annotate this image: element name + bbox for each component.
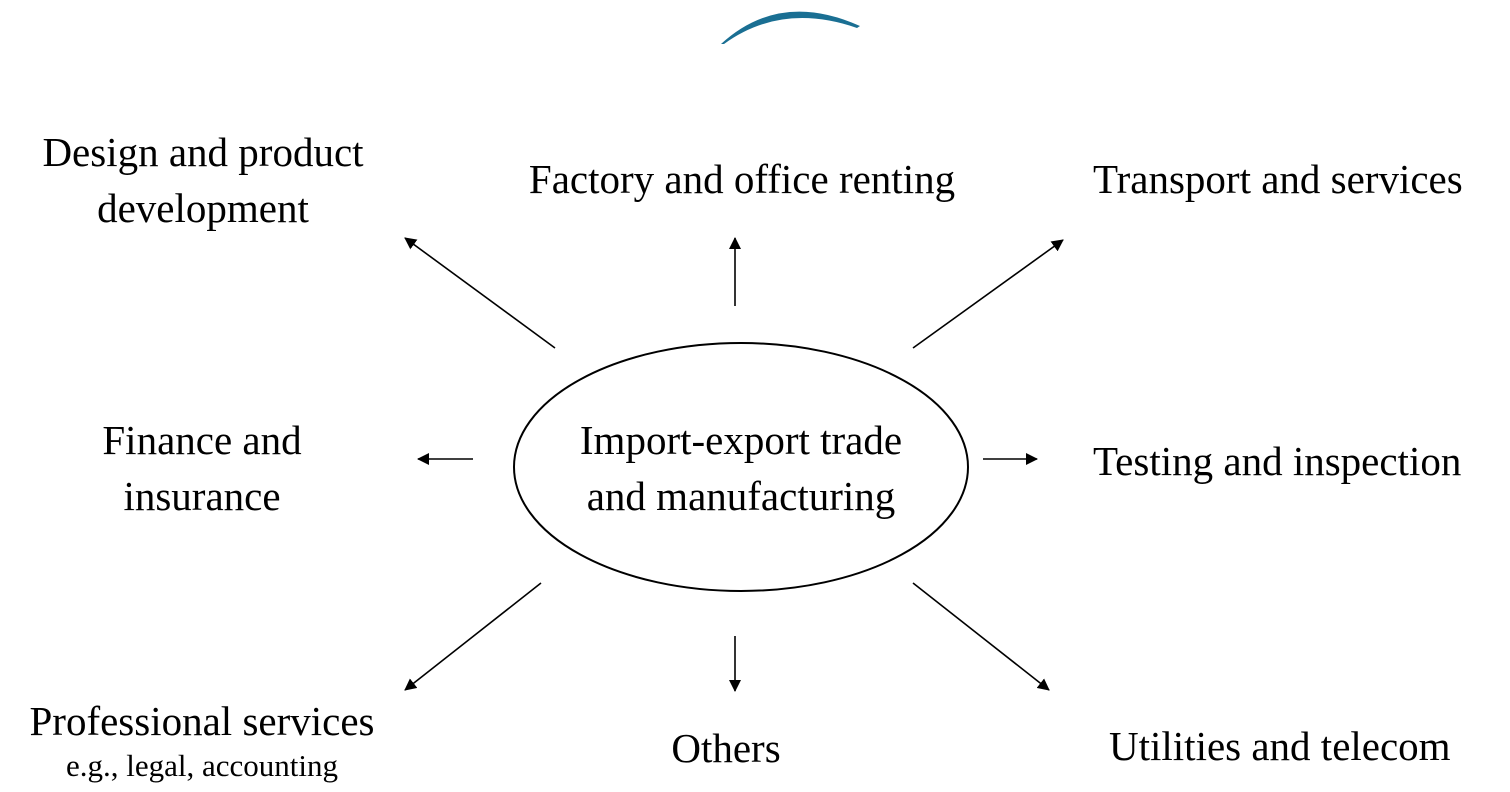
node-professional-line1: Professional services xyxy=(29,698,375,744)
arrow-to-transport xyxy=(912,239,1064,349)
logo-arc xyxy=(721,11,860,44)
arrow-to-design xyxy=(404,237,556,349)
node-factory-line1: Factory and office renting xyxy=(528,156,956,202)
node-design: Design and product development xyxy=(5,124,401,236)
node-utilities: Utilities and telecom xyxy=(1109,718,1451,774)
node-transport-line1: Transport and services xyxy=(1093,156,1463,202)
node-testing: Testing and inspection xyxy=(1093,433,1461,489)
center-label-line2: and manufacturing xyxy=(586,473,896,519)
node-professional: Professional services e.g., legal, accou… xyxy=(0,693,404,783)
node-design-line1: Design and product xyxy=(42,129,364,175)
node-others: Others xyxy=(626,720,826,776)
node-finance-line2: insurance xyxy=(123,473,281,519)
node-testing-line1: Testing and inspection xyxy=(1093,438,1462,484)
node-utilities-line1: Utilities and telecom xyxy=(1109,723,1451,769)
node-transport: Transport and services xyxy=(1093,151,1463,207)
node-others-line1: Others xyxy=(671,725,781,771)
node-design-line2: development xyxy=(97,185,309,231)
arrow-to-professional xyxy=(404,582,542,691)
arrow-to-utilities xyxy=(912,582,1050,691)
node-professional-line2: e.g., legal, accounting xyxy=(65,748,338,783)
node-factory: Factory and office renting xyxy=(482,151,1002,207)
center-label: Import-export trade and manufacturing xyxy=(541,412,941,524)
center-ellipse xyxy=(513,342,969,592)
node-finance-line1: Finance and xyxy=(102,417,302,463)
center-label-line1: Import-export trade xyxy=(579,417,903,463)
node-finance: Finance and insurance xyxy=(52,412,352,524)
